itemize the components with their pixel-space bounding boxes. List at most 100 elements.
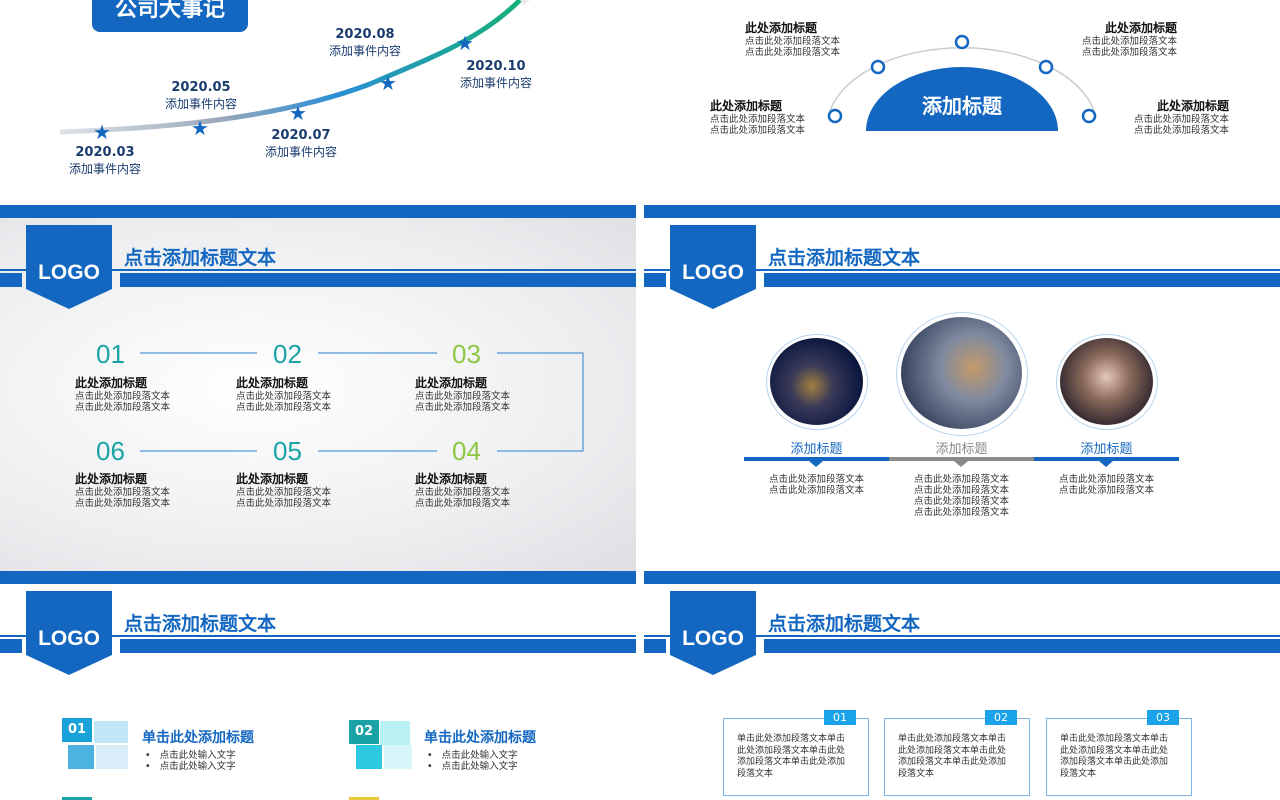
event-2020-08: 2020.08 添加事件内容 [328,27,401,58]
box-number: 03 [1147,710,1179,725]
text-box [1046,718,1192,796]
slide-arc-diagram[interactable]: 添加标题 此处添加标题 点击此处添加段落文本 点击此处添加段落文本 此处添加标题… [644,0,1280,205]
header-line [764,639,1280,653]
step-text: 此处添加标题 点击此处添加段落文本 点击此处添加段落文本 [75,472,171,509]
slide-title: 点击添加标题文本 [124,613,277,635]
top-bar [0,205,636,218]
item-number: 02 [349,720,379,744]
col-bar [744,457,889,461]
item-bullets: • 点击此处输入文字 • 点击此处输入文字 [427,750,518,772]
team-photo [1060,338,1153,425]
logo-badge-icon [670,225,756,309]
num-tile-icon [68,745,94,769]
text-box [884,718,1030,796]
slide-title-banner: 公司大事记 [92,0,248,32]
team-photo [770,338,863,425]
arc-item: 此处添加标题 点击此处添加段落文本 点击此处添加段落文本 [1133,99,1229,136]
slide-title: 公司大事记 [114,0,225,22]
col-label: 添加标题 [790,442,843,457]
box-number: 02 [985,710,1017,725]
team-photo [901,317,1022,429]
num-tile-icon [96,745,128,769]
arc-item: 此处添加标题 点击此处添加段落文本 点击此处添加段落文本 [1081,21,1177,58]
item-title: 单击此处添加标题 [424,730,536,746]
slide-process-steps[interactable]: LOGO 点击添加标题文本 01 02 03 06 05 04 此处添加标题 点… [0,205,636,571]
star-icon: ★ [191,116,209,140]
logo: LOGO [682,627,744,650]
slide-team-photos[interactable]: LOGO 点击添加标题文本 添加标题 添加标题 添加标题 点击此处添加段落文本 … [644,205,1280,571]
slide-company-milestones[interactable]: 公司大事记 ★ ★ ★ ★ ★ 2020.03 添加事件内容 2020.05 添… [0,0,636,205]
event-2020-03: 2020.03 添加事件内容 [68,145,141,176]
top-bar [0,571,636,584]
star-icon: ★ [93,120,111,144]
header-line [764,273,1280,287]
step-number: 05 [273,436,302,466]
col-text: 点击此处添加段落文本 点击此处添加段落文本 点击此处添加段落文本 点击此处添加段… [913,474,1009,518]
header-line-left [644,273,666,287]
header-line [120,273,636,287]
col-label: 添加标题 [935,442,988,457]
col-bar [1034,457,1179,461]
step-text: 此处添加标题 点击此处添加段落文本 点击此处添加段落文本 [236,472,332,509]
num-tile-icon [356,745,382,769]
col-text: 点击此处添加段落文本 点击此处添加段落文本 [1058,474,1154,496]
timeline-curve [59,0,531,135]
step-number: 06 [96,436,125,466]
next-tile-peek [62,797,92,800]
box-text: 单击此处添加段落文本单击 此处添加段落文本单击此处 添加段落文本单击此处添加 段… [1060,734,1169,779]
step-number: 02 [273,339,302,369]
logo: LOGO [38,261,100,284]
step-connector-lines [140,352,584,452]
event-2020-10: 2020.10 添加事件内容 [459,59,532,90]
logo: LOGO [38,627,100,650]
col-bar [889,457,1034,461]
star-icon: ★ [289,101,307,125]
logo: LOGO [682,261,744,284]
top-bar [644,205,1280,218]
arc-diagram [827,34,1097,131]
step-text: 此处添加标题 点击此处添加段落文本 点击此处添加段落文本 [236,376,332,413]
num-tile-icon [380,721,410,745]
header-line-left [0,273,22,287]
col-bar-arrows [809,461,1113,467]
header-line-thin [644,269,1280,271]
step-number: 03 [452,339,481,369]
text-box [723,718,869,796]
center-title: 添加标题 [922,94,1002,118]
header-line-thin [0,269,636,271]
step-text: 此处添加标题 点击此处添加段落文本 点击此处添加段落文本 [415,376,511,413]
num-tile-icon [94,721,128,743]
star-icon: ★ [379,71,397,95]
item-bullets: • 点击此处输入文字 • 点击此处输入文字 [145,750,236,772]
logo-badge-icon [26,225,112,309]
header-line-thin [644,635,1280,637]
slide-text-boxes[interactable]: LOGO 点击添加标题文本 01 02 03 单击此处添加段落文本单击 此处添加… [644,571,1280,800]
step-number: 01 [96,339,125,369]
arc-item: 此处添加标题 点击此处添加段落文本 点击此处添加段落文本 [745,21,841,58]
header-line-thin [0,635,636,637]
item-title: 单击此处添加标题 [142,730,254,746]
slide-title: 点击添加标题文本 [768,613,921,635]
event-2020-05: 2020.05 添加事件内容 [164,80,237,111]
step-text: 此处添加标题 点击此处添加段落文本 点击此处添加段落文本 [415,472,511,509]
box-number: 01 [824,710,856,725]
col-label: 添加标题 [1080,442,1133,457]
box-text: 单击此处添加段落文本单击 此处添加段落文本单击此处 添加段落文本单击此处添加 段… [737,734,846,779]
slide-title: 点击添加标题文本 [124,247,277,269]
star-icon: ★ [456,31,474,55]
item-number: 01 [62,718,92,742]
col-text: 点击此处添加段落文本 点击此处添加段落文本 [768,474,864,496]
num-tile-icon [384,745,412,769]
slide-numbered-list[interactable]: LOGO 点击添加标题文本 01 单击此处添加标题 • 点击此处输入文字 • 点… [0,571,636,800]
event-2020-07: 2020.07 添加事件内容 [264,128,337,159]
slide-title: 点击添加标题文本 [768,247,921,269]
header-line-left [0,639,22,653]
header-line [120,639,636,653]
logo-badge-icon [26,591,112,675]
next-tile-peek [349,797,379,800]
box-text: 单击此处添加段落文本单击 此处添加段落文本单击此处 添加段落文本单击此处添加 段… [898,734,1007,779]
header-line-left [644,639,666,653]
step-number: 04 [452,436,481,466]
arc-item: 此处添加标题 点击此处添加段落文本 点击此处添加段落文本 [710,99,806,136]
step-text: 此处添加标题 点击此处添加段落文本 点击此处添加段落文本 [75,376,171,413]
